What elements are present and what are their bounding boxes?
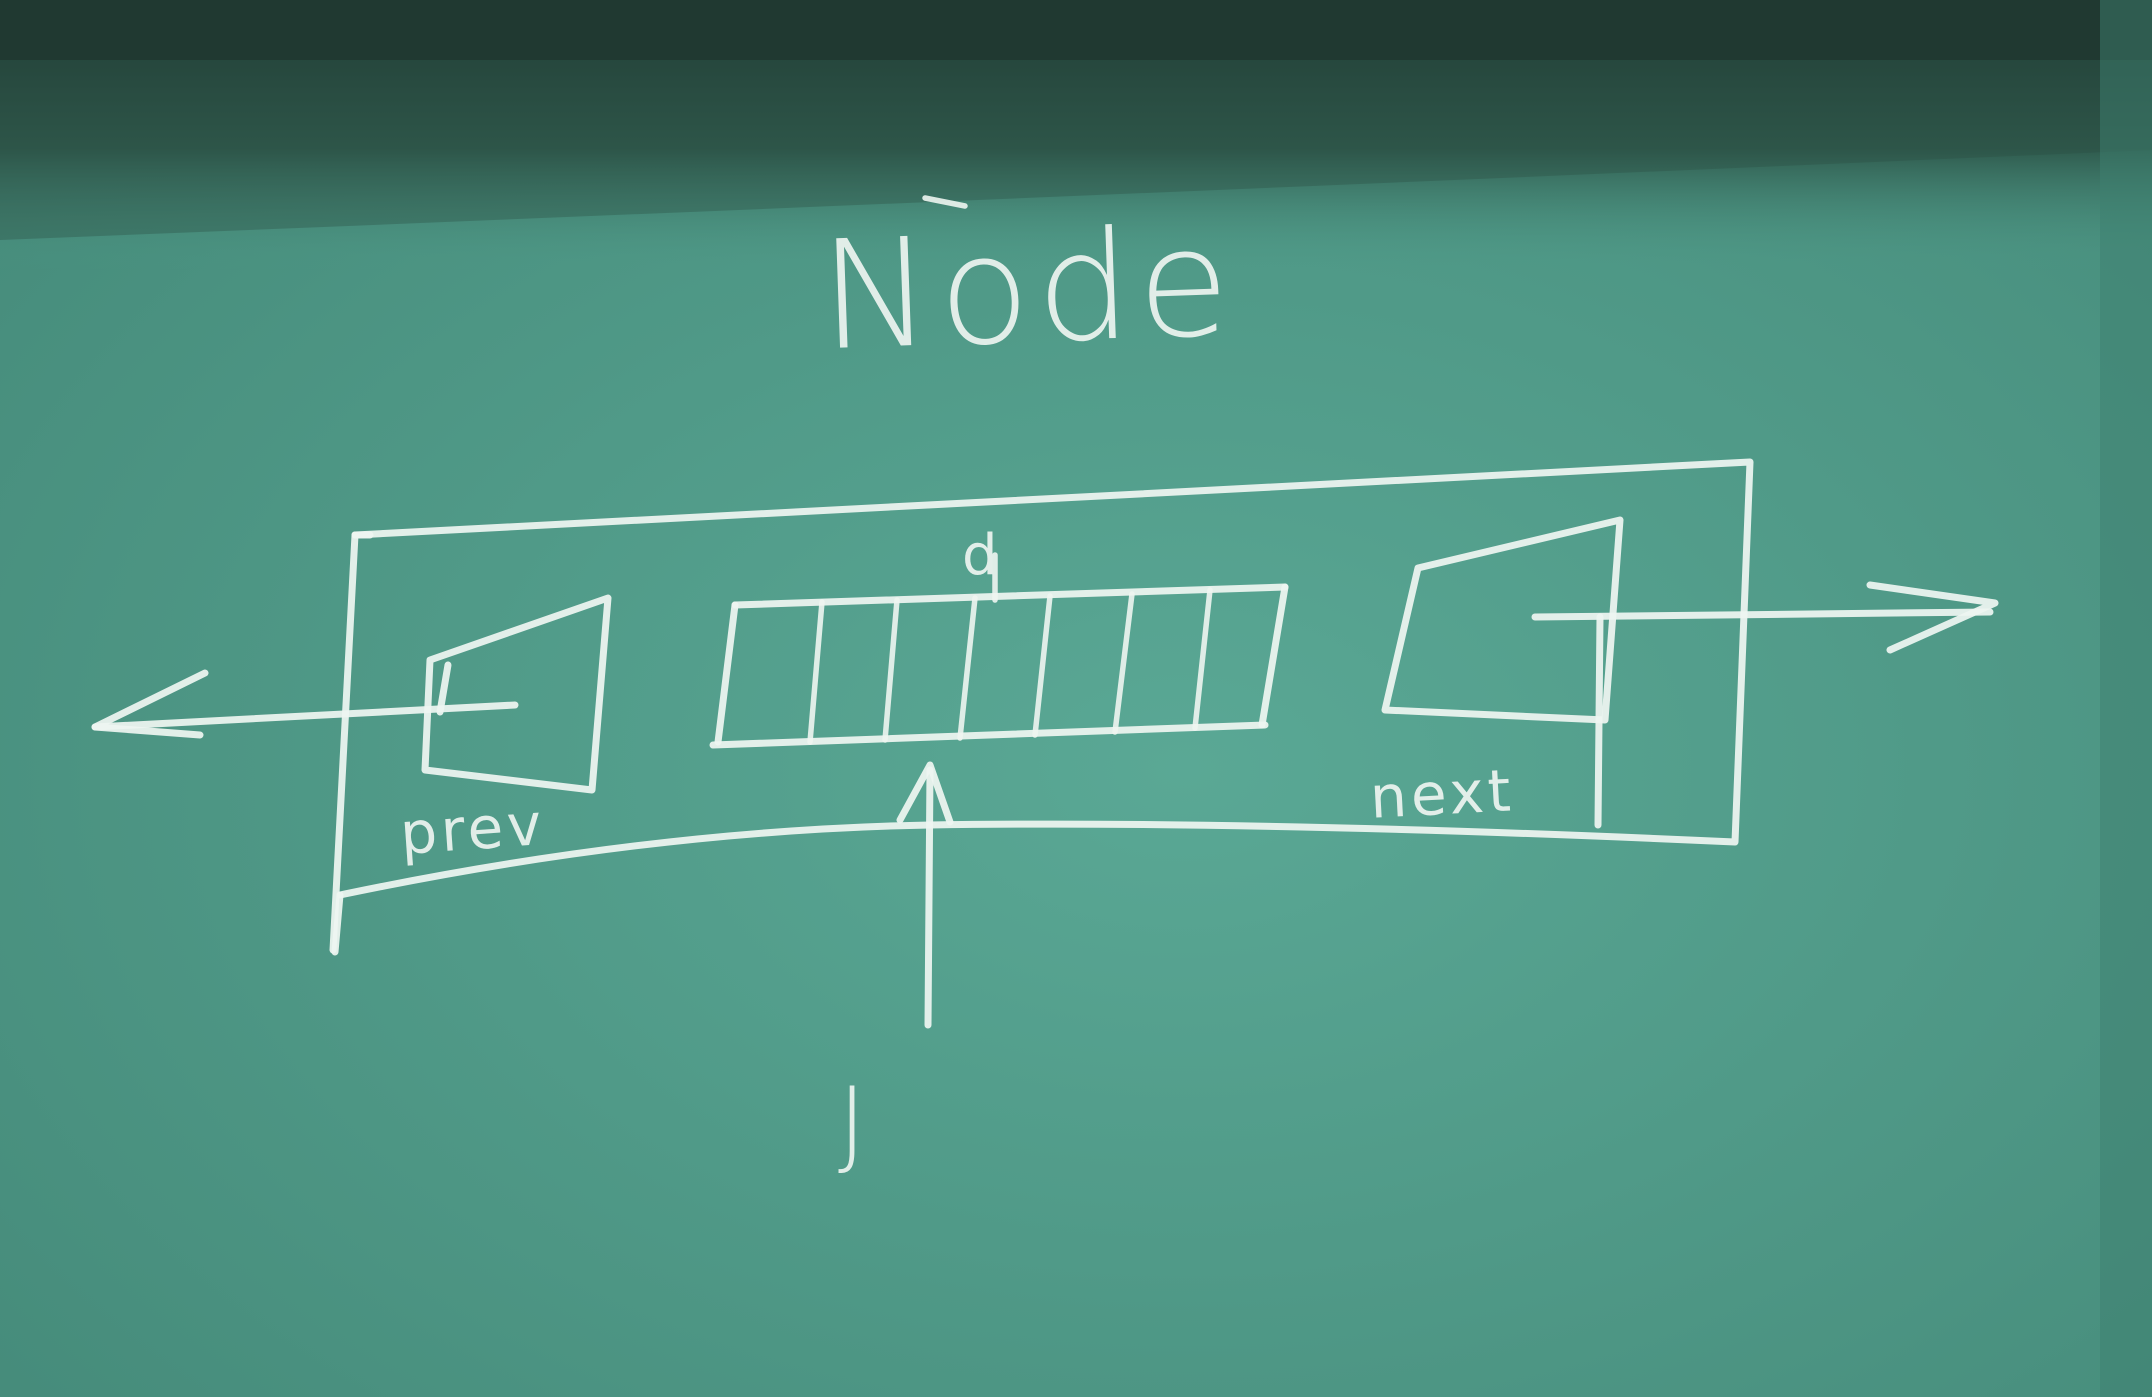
data-array-cell-divider — [1192, 587, 1213, 731]
data-array-left — [714, 601, 739, 746]
pointer-arrow-line — [924, 766, 934, 1029]
prev-pointer-box — [421, 594, 612, 794]
data-array-bottom — [709, 721, 1269, 749]
data-array-cell-divider — [1112, 591, 1135, 735]
data-array-right — [1258, 583, 1289, 729]
node-left-edge — [329, 531, 359, 954]
pointer-arrow-head — [896, 761, 954, 826]
prev-arrow-head — [91, 669, 209, 739]
next-arrow-stem — [1594, 613, 1604, 829]
node-outline — [336, 458, 1754, 899]
next-pointer-box — [1381, 516, 1624, 724]
diagram-title: Node — [817, 195, 1239, 385]
title-accent — [922, 195, 968, 209]
data-label: d — [962, 523, 998, 588]
data-array-cell-divider — [882, 597, 900, 743]
data-array-cell-divider — [807, 599, 825, 745]
next-arrow-head — [1866, 581, 1999, 654]
data-array-cell-divider — [957, 595, 978, 741]
prev-arrow-line — [91, 701, 519, 731]
next-label: next — [1368, 756, 1517, 832]
prev-arrow-stem — [436, 661, 452, 716]
data-array-top — [731, 583, 1289, 609]
next-arrow-line — [1531, 608, 1994, 621]
pointer-label: J — [838, 1067, 867, 1179]
data-array-cell-divider — [1032, 593, 1053, 738]
prev-label: prev — [397, 790, 548, 868]
node-bottom-edge — [331, 891, 344, 956]
